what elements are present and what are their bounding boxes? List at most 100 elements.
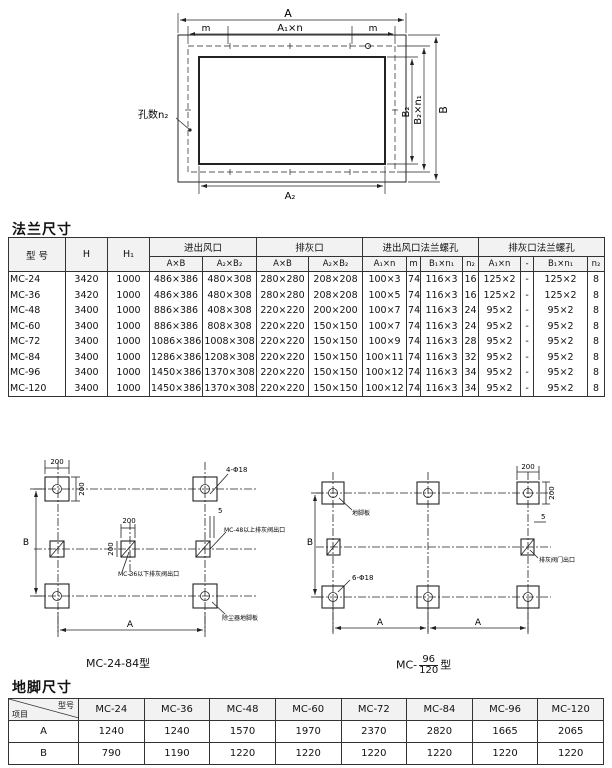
table-cell: 480×308 [201,287,258,303]
foot-item-cell: B [8,742,79,765]
dim-5-right: 5 [541,513,545,521]
model-cell: MC-96 [8,365,66,381]
table-cell: 95×2 [533,365,589,381]
th-model: 型 号 [8,237,66,272]
table-cell: 3400 [65,334,108,350]
dim-label-m-left: m [202,24,211,34]
table-cell: 95×2 [533,334,589,350]
table-cell: 74 [406,318,422,334]
sub-header-cell: m [406,256,422,272]
table-cell: 95×2 [533,318,589,334]
foot-model-header: MC-72 [340,698,408,721]
sub-header-cell: n₂ [587,256,606,272]
table-cell: 95×2 [478,349,522,365]
table-cell: 150×150 [308,334,364,350]
sub-header-cell: A₁×n [362,256,408,272]
table-cell: 8 [587,318,606,334]
table-cell: 116×3 [420,365,464,381]
table-cell: 8 [587,287,606,303]
table-cell: 150×150 [308,380,364,397]
table-cell: 116×3 [420,334,464,350]
model-cell: MC-84 [8,349,66,365]
flange-outer-frame [177,34,407,183]
dim-label-m-right: m [369,24,378,34]
note-base-plate-right: 地脚板 [352,509,370,517]
foot-model-header: MC-36 [143,698,211,721]
foot-model-header: MC-84 [406,698,473,721]
dim-B-left: B [23,538,29,548]
table-cell: 2065 [537,720,604,743]
table-cell: 95×2 [533,380,589,397]
foot-model-header: MC-120 [537,698,604,721]
sub-header-cell: - [520,256,535,272]
corner-diagonal [9,699,79,718]
table-cell: 24 [462,303,480,319]
table-cell: 74 [406,287,422,303]
foot-model-header: MC-96 [471,698,539,721]
layout-drawing-left: 200 200 200 200 4-Φ18 5 MC-48以上排灰阀出口 MC-… [23,458,285,637]
model-cell: MC-120 [8,380,66,397]
dim-label-B2: B₂ [401,107,412,118]
table-cell: 100×9 [362,334,408,350]
table-cell: 1000 [107,349,150,365]
table-cell: 1220 [274,742,342,765]
table-cell: 8 [587,303,606,319]
table-cell: 95×2 [478,334,522,350]
caption-right-prefix: MC- [396,658,418,672]
foot-model-header: MC-48 [209,698,276,721]
table-cell: 116×3 [420,349,464,365]
table-cell: - [520,334,535,350]
table-cell: 3400 [65,303,108,319]
table-cell: 100×11 [362,349,408,365]
table-cell: 220×220 [256,303,310,319]
table-cell: 28 [462,334,480,350]
table-cell: 8 [587,365,606,381]
sub-header-cell: B₁×n₁ [420,256,464,272]
dim-200-side: 200 [78,482,86,495]
table-cell: 8 [587,271,606,288]
table-cell: 480×308 [201,271,258,288]
table-cell: 150×150 [308,349,364,365]
dim-label-A1n: A₁×n [277,23,303,34]
table-cell: - [520,318,535,334]
table-cell: 125×2 [478,271,522,288]
table-cell: 1086×386 [149,334,203,350]
table-cell: 280×280 [256,271,310,288]
table-cell: 790 [78,742,145,765]
table-cell: 1000 [107,334,150,350]
dim-label-A2: A₂ [285,191,296,202]
dim-label-B2n1: B₂×n₁ [413,95,424,125]
sub-header-cell: A₂×B₂ [201,256,258,272]
table-cell: 1370×308 [201,365,258,381]
foot-section-title: 地脚尺寸 [12,680,72,696]
dim-A-left: A [127,620,134,630]
th-inlet-flange-bolts: 进出风口法兰螺孔 [362,237,480,257]
table-cell: 95×2 [533,303,589,319]
table-cell: 1000 [107,271,150,288]
table-cell: 1220 [340,742,408,765]
dim-200-top: 200 [50,458,63,466]
table-cell: 100×3 [362,271,408,288]
table-cell: 1190 [143,742,211,765]
flange-drawing: A A₁×n m m A₂ 孔数n₂ B₂ B₂×n₁ B [138,7,450,202]
table-cell: 74 [406,334,422,350]
model-cell: MC-48 [8,303,66,319]
table-cell: 220×220 [256,380,310,397]
table-cell: 3420 [65,287,108,303]
model-cell: MC-24 [8,271,66,288]
th-H1: H₁ [107,237,150,272]
table-cell: 1000 [107,287,150,303]
table-cell: 200×200 [308,303,364,319]
table-cell: 1970 [274,720,342,743]
table-cell: 1220 [537,742,604,765]
holes-count-label: 孔数n₂ [138,108,168,121]
table-cell: 3400 [65,349,108,365]
corner-bottom-label: 项目 [12,710,28,719]
